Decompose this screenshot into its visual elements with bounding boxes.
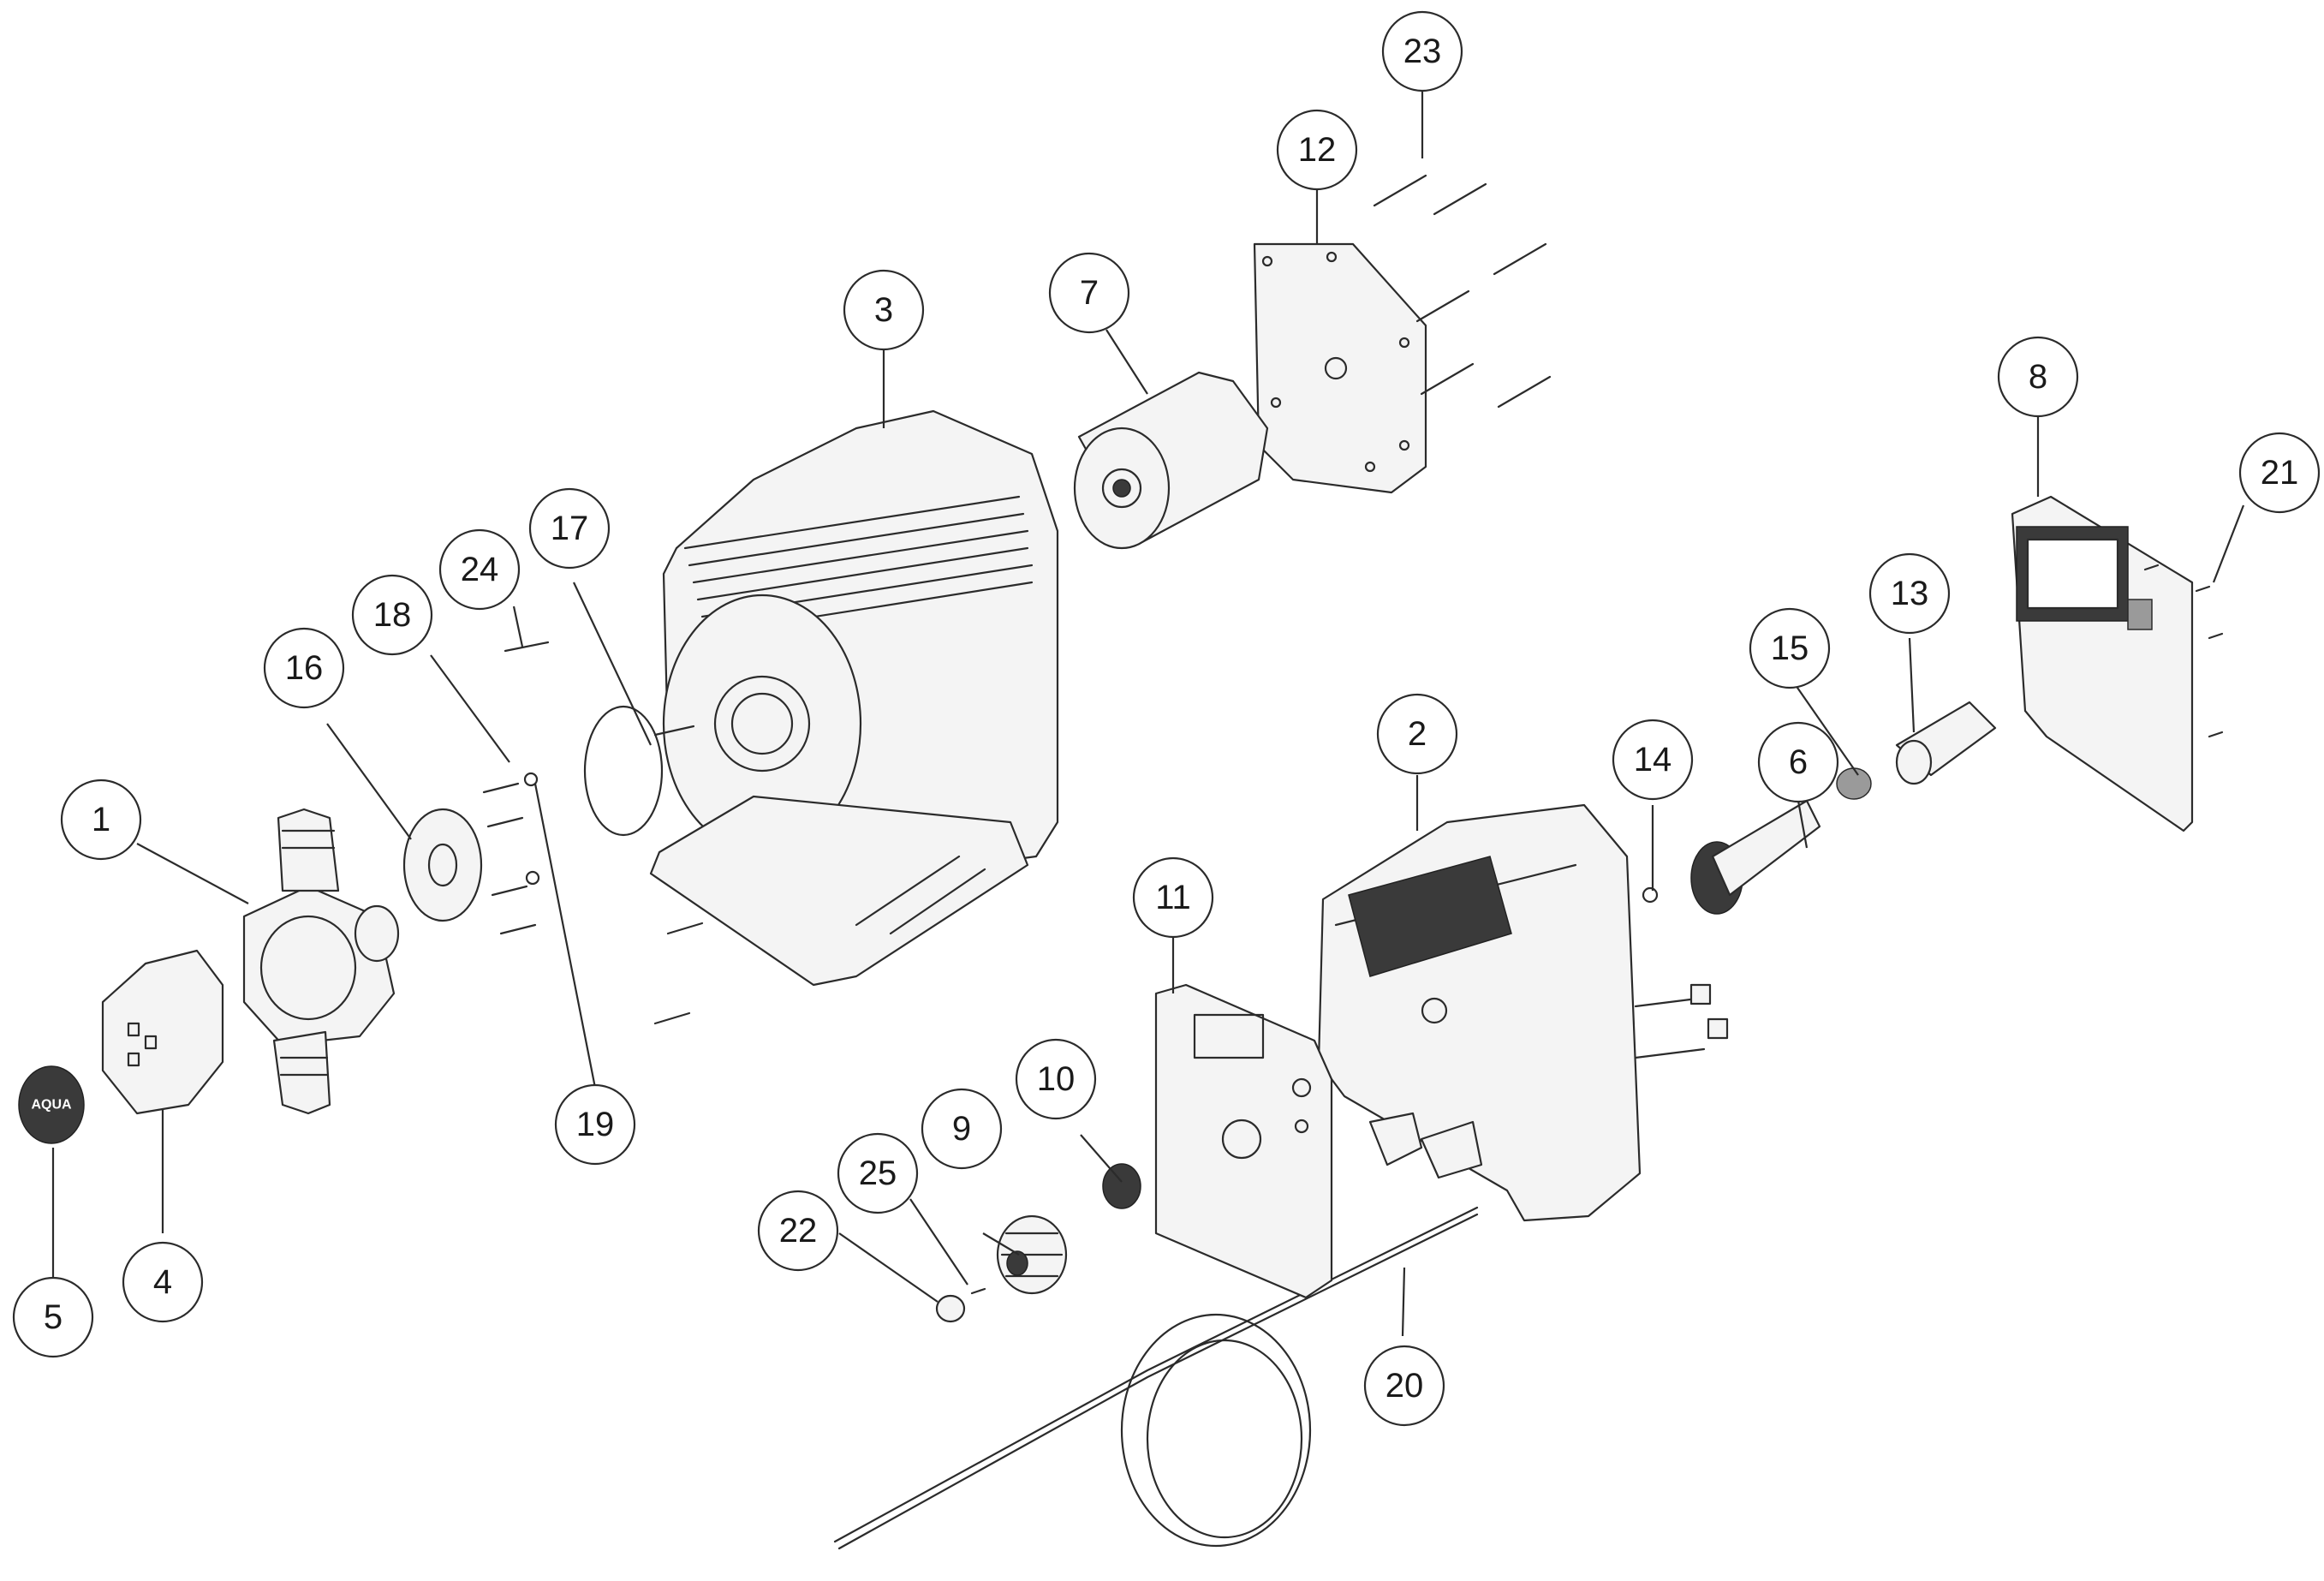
callout-15: 15 <box>1749 607 1831 689</box>
callout-18: 18 <box>351 574 433 656</box>
callout-20-label: 20 <box>1385 1367 1424 1405</box>
callout-17: 17 <box>528 487 611 570</box>
callout-14-label: 14 <box>1634 741 1672 779</box>
callout-7: 7 <box>1048 252 1130 334</box>
callout-22: 22 <box>757 1190 839 1272</box>
callout-12: 12 <box>1276 109 1358 191</box>
display-board <box>2011 495 2224 832</box>
callout-3-label: 3 <box>874 291 893 329</box>
callout-1-label: 1 <box>92 801 110 838</box>
callout-13: 13 <box>1868 552 1951 635</box>
front-cover <box>101 949 224 1115</box>
callout-21: 21 <box>2238 432 2321 514</box>
callout-17-label: 17 <box>551 510 589 547</box>
callout-23: 23 <box>1381 10 1463 92</box>
callout-23-label: 23 <box>1403 33 1442 70</box>
callout-11: 11 <box>1132 856 1214 939</box>
callout-21-label: 21 <box>2261 454 2299 492</box>
callout-14: 14 <box>1612 719 1694 801</box>
callout-4-label: 4 <box>153 1263 172 1301</box>
callout-13-label: 13 <box>1891 575 1929 612</box>
callout-19: 19 <box>554 1083 636 1166</box>
callout-12-label: 12 <box>1298 131 1337 169</box>
callout-24: 24 <box>438 528 521 611</box>
callout-16: 16 <box>263 627 345 709</box>
callout-2: 2 <box>1376 693 1458 775</box>
shaft-assembly <box>1642 701 1997 915</box>
callout-9: 9 <box>921 1088 1003 1170</box>
plate-screws <box>1373 174 1552 409</box>
pump-housing <box>649 409 1059 987</box>
callout-24-label: 24 <box>461 551 499 588</box>
callout-8: 8 <box>1997 336 2079 418</box>
o-ring-17 <box>583 705 664 837</box>
back-plate <box>1253 242 1427 494</box>
callout-20: 20 <box>1363 1345 1445 1427</box>
callout-15-label: 15 <box>1771 629 1809 667</box>
callout-11-label: 11 <box>1155 879 1191 916</box>
callout-6: 6 <box>1757 721 1839 803</box>
callout-4: 4 <box>122 1241 204 1323</box>
knob-assembly <box>935 1163 1141 1323</box>
callout-25-label: 25 <box>859 1154 897 1192</box>
logo-badge: AQUA <box>18 1065 85 1144</box>
callout-3: 3 <box>843 269 925 351</box>
leader-lines <box>51 92 2245 1337</box>
callout-1: 1 <box>60 779 142 861</box>
callout-5: 5 <box>12 1276 94 1358</box>
callout-25: 25 <box>837 1132 919 1214</box>
motor <box>1073 371 1269 550</box>
electronics-case <box>1317 803 1729 1222</box>
diaphragm <box>402 808 483 922</box>
pump-head <box>242 808 400 1115</box>
callout-2-label: 2 <box>1408 715 1427 753</box>
cable <box>833 1206 1479 1550</box>
callout-6-label: 6 <box>1789 743 1808 781</box>
callout-10: 10 <box>1015 1038 1097 1120</box>
callout-22-label: 22 <box>779 1212 818 1250</box>
callout-8-label: 8 <box>2029 358 2047 396</box>
callout-16-label: 16 <box>285 649 324 687</box>
callout-7-label: 7 <box>1080 274 1099 312</box>
logo-text: AQUA <box>31 1098 72 1113</box>
callout-5-label: 5 <box>44 1298 63 1336</box>
front-panel-gasket <box>1154 983 1333 1299</box>
callout-9-label: 9 <box>952 1110 971 1148</box>
callout-18-label: 18 <box>373 596 412 634</box>
housing-screws <box>482 641 704 1025</box>
callout-10-label: 10 <box>1037 1060 1076 1098</box>
callout-19-label: 19 <box>576 1106 615 1143</box>
